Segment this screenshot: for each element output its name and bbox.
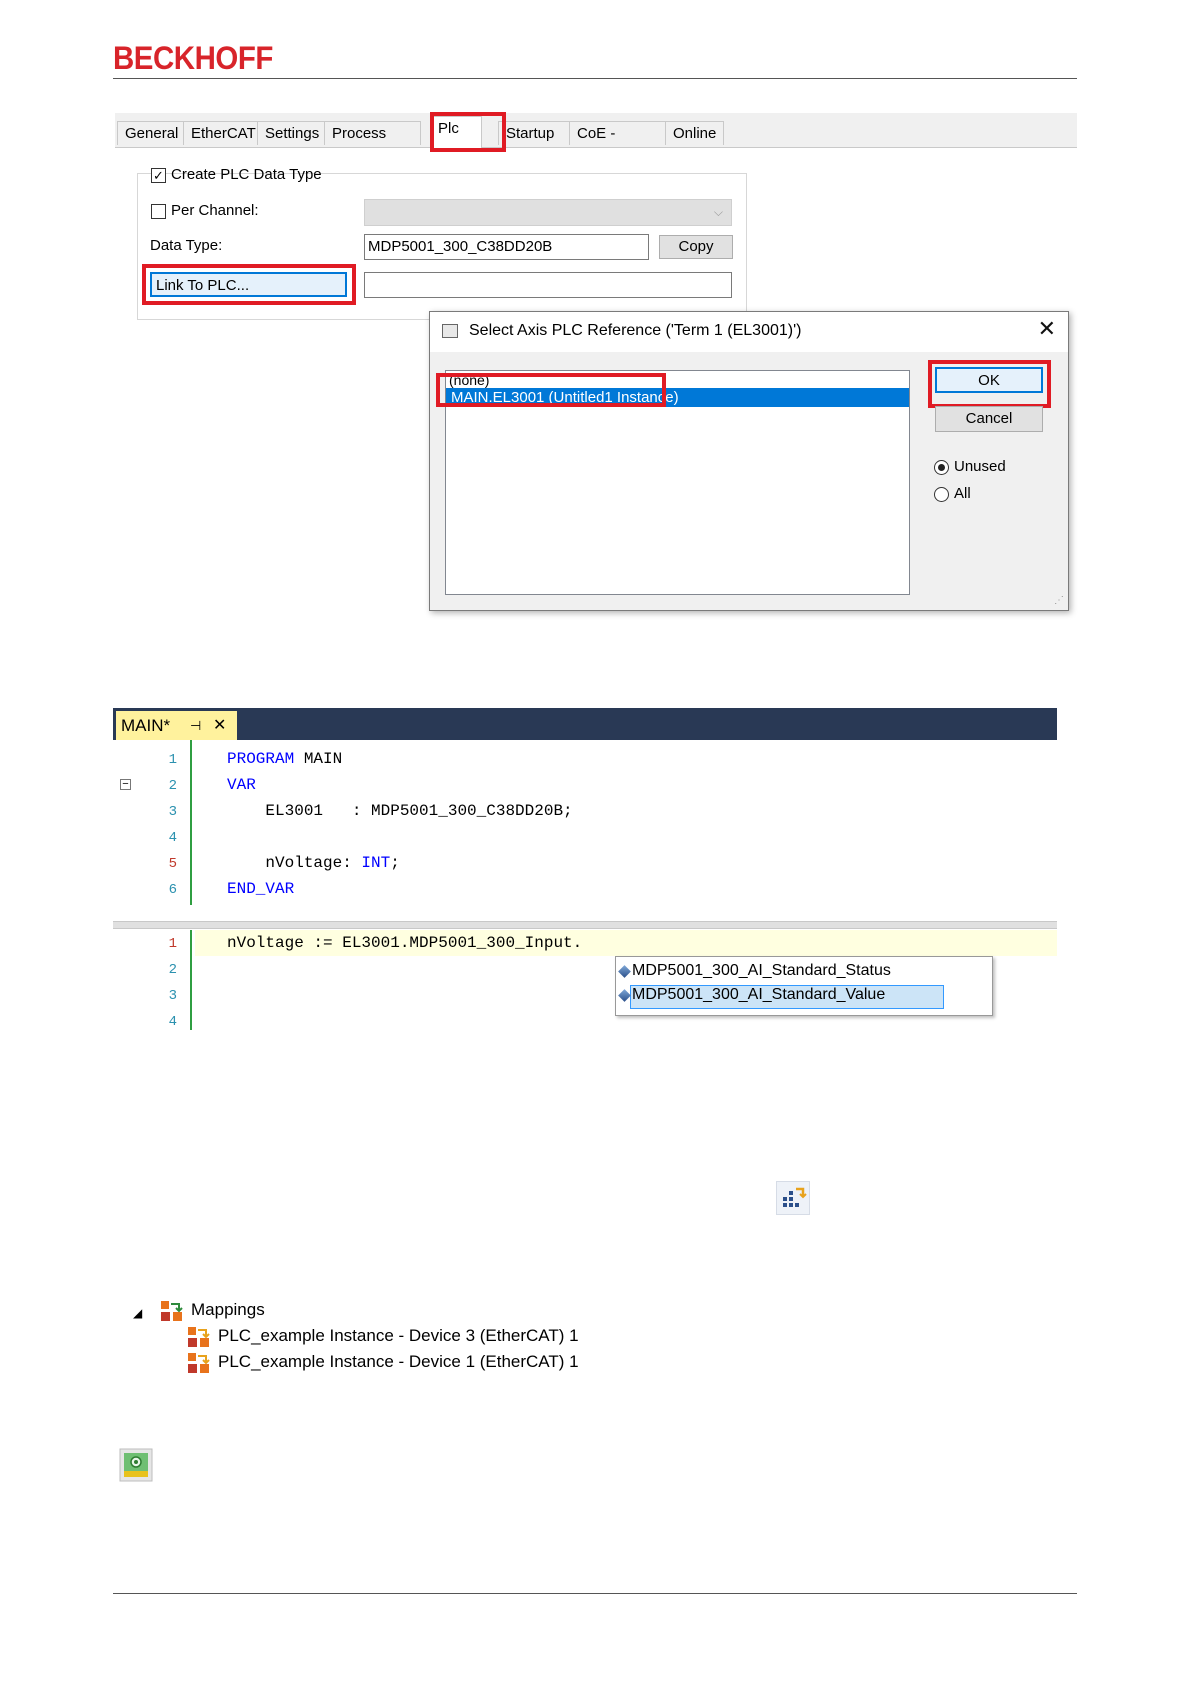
code-line[interactable]: nVoltage := EL3001.MDP5001_300_Input. (227, 934, 583, 952)
keyword: END_VAR (227, 880, 295, 898)
editor-header: MAIN* ⊣ ✕ (113, 708, 1057, 740)
code-line[interactable]: END_VAR (227, 880, 294, 898)
header-divider (113, 78, 1077, 79)
implementation-gutter (113, 930, 195, 1030)
chevron-down-icon: ⌵ (713, 205, 723, 219)
editor-splitter[interactable] (113, 921, 1057, 929)
close-icon[interactable]: ✕ (1037, 316, 1056, 341)
mapping-item-icon (187, 1326, 211, 1348)
declaration-gutter (113, 740, 195, 905)
tab-settings[interactable]: Settings (257, 121, 325, 145)
cancel-button[interactable]: Cancel (935, 406, 1043, 432)
code-line[interactable]: VAR (227, 776, 256, 794)
mappings-icon (160, 1300, 184, 1322)
expand-triangle-icon[interactable]: ◢ (133, 1306, 143, 1320)
list-item-selected[interactable]: MAIN.EL3001 (Untitled1 Instance) (446, 388, 909, 407)
tab-online[interactable]: Online (665, 121, 724, 145)
line-number: 4 (168, 1014, 177, 1030)
per-channel-dropdown[interactable]: ⌵ (364, 199, 732, 226)
tab-startup[interactable]: Startup (498, 121, 570, 145)
tab-general[interactable]: General (117, 121, 184, 145)
link-to-plc-field[interactable] (364, 272, 732, 298)
plc-settings-screenshot: General EtherCAT Settings Process Data P… (115, 112, 1077, 616)
autocomplete-item-selected[interactable] (630, 985, 944, 1009)
dialog-titlebar: Select Axis PLC Reference ('Term 1 (EL30… (430, 312, 1068, 352)
tab-coe-online[interactable]: CoE - Online (569, 121, 666, 166)
mapping-item[interactable]: PLC_example Instance - Device 1 (EtherCA… (218, 1352, 579, 1371)
current-line-highlight (195, 930, 1057, 956)
keyword: INT (361, 854, 391, 872)
tab-process-data[interactable]: Process Data (324, 121, 421, 166)
line-number: 3 (168, 988, 177, 1004)
list-item[interactable]: (none) (449, 372, 490, 388)
autocomplete-item[interactable]: MDP5001_300_AI_Standard_Status (632, 962, 891, 979)
line-number: 6 (168, 882, 177, 898)
tab-strip: General EtherCAT Settings Process Data P… (115, 113, 1077, 166)
data-type-label: Data Type: (150, 237, 223, 254)
activate-configuration-icon[interactable] (118, 1447, 154, 1483)
unused-radio[interactable] (934, 460, 949, 475)
all-radio[interactable] (934, 487, 949, 502)
line-number: 1 (168, 752, 177, 768)
all-radio-label: All (954, 485, 971, 502)
editor-tab-label: MAIN* (121, 716, 171, 735)
line-number: 4 (168, 830, 177, 846)
line-number: 2 (168, 778, 177, 794)
mapping-item-icon (187, 1352, 211, 1374)
link-to-plc-button[interactable]: Link To PLC... (150, 272, 347, 297)
autocomplete-popup: MDP5001_300_AI_Standard_Status MDP5001_3… (615, 956, 993, 1016)
close-tab-icon[interactable]: ✕ (213, 717, 227, 734)
plc-tab-panel: ✓ Create PLC Data Type Per Channel: ⌵ Da… (115, 147, 1077, 616)
code-line[interactable]: EL3001 : MDP5001_300_C38DD20B; (227, 802, 573, 820)
collapse-icon[interactable]: − (120, 779, 131, 790)
code-text: nVoltage: (227, 854, 362, 872)
tab-ethercat[interactable]: EtherCAT (183, 121, 258, 145)
implementation-gutter-line (190, 930, 192, 1030)
dialog-title: Select Axis PLC Reference ('Term 1 (EL30… (469, 322, 802, 339)
editor-tab-main[interactable]: MAIN* ⊣ ✕ (116, 711, 237, 740)
list-item-label: MAIN.EL3001 (Untitled1 Instance) (451, 389, 679, 406)
resize-grip-icon[interactable]: ⋰ (1054, 595, 1064, 606)
line-number: 3 (168, 804, 177, 820)
unused-radio-label: Unused (954, 458, 1006, 475)
mappings-root[interactable]: Mappings (191, 1300, 265, 1319)
mapping-item[interactable]: PLC_example Instance - Device 3 (EtherCA… (218, 1326, 579, 1345)
plc-editor-screenshot: MAIN* ⊣ ✕ − 1 PROGRAM MAIN 2 VAR 3 EL300… (113, 708, 1057, 1030)
data-type-field[interactable]: MDP5001_300_C38DD20B (364, 234, 649, 260)
per-channel-label: Per Channel: (171, 202, 259, 219)
create-plc-data-type-label: Create PLC Data Type (171, 166, 322, 183)
ok-button[interactable]: OK (935, 367, 1043, 393)
declaration-gutter-line (190, 740, 192, 905)
line-number: 2 (168, 962, 177, 978)
generate-mappings-icon[interactable] (776, 1181, 810, 1215)
keyword: VAR (227, 776, 256, 794)
window-icon (442, 324, 458, 338)
select-plc-reference-dialog: Select Axis PLC Reference ('Term 1 (EL30… (429, 311, 1069, 611)
member-icon (618, 965, 631, 978)
plc-reference-list[interactable]: (none) MAIN.EL3001 (Untitled1 Instance) (445, 370, 910, 595)
code-text: MAIN (294, 750, 343, 768)
beckhoff-logo: BECKHOFF (113, 40, 273, 76)
code-line[interactable]: PROGRAM MAIN (227, 750, 342, 768)
create-plc-data-type-checkbox[interactable]: ✓ (151, 168, 166, 183)
per-channel-checkbox[interactable] (151, 204, 166, 219)
pin-icon[interactable]: ⊣ (190, 718, 202, 733)
autocomplete-item-label: MDP5001_300_AI_Standard_Value (632, 986, 886, 1003)
copy-button[interactable]: Copy (659, 235, 733, 259)
keyword: PROGRAM (227, 750, 295, 768)
footer-divider (113, 1593, 1077, 1594)
tab-plc[interactable]: Plc (430, 116, 482, 148)
line-number: 1 (168, 936, 177, 952)
code-text: EL3001 : MDP5001_300_C38DD20B; (227, 802, 573, 820)
line-number: 5 (168, 856, 177, 872)
code-text: ; (390, 854, 400, 872)
code-line[interactable]: nVoltage: INT; (227, 854, 400, 872)
member-icon (618, 989, 631, 1002)
